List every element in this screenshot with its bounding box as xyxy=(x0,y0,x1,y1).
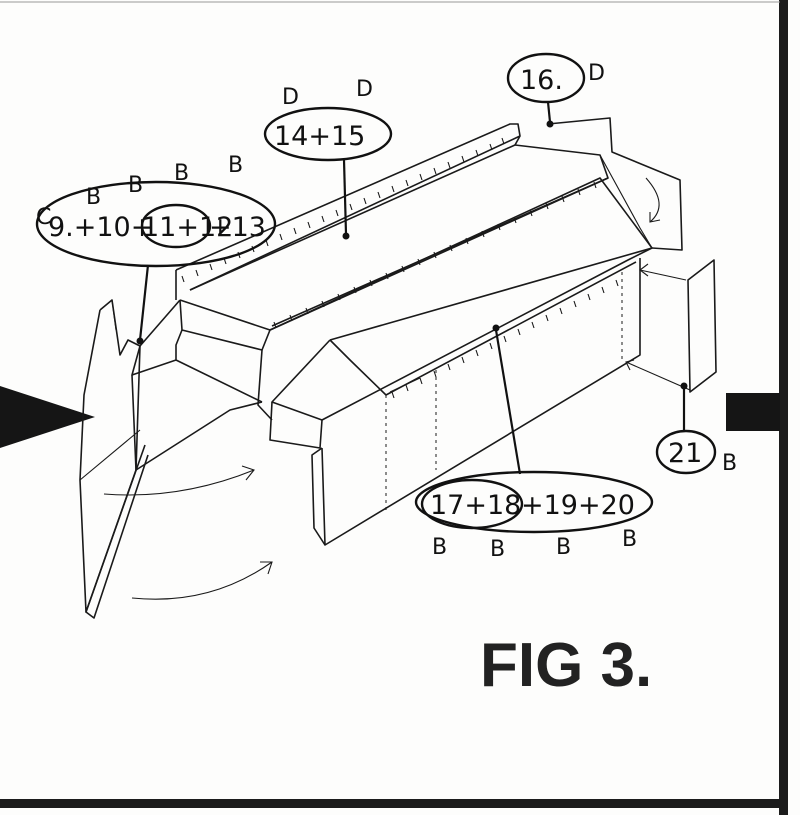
leader-dot-21 xyxy=(680,382,688,390)
leader-line-17-20 xyxy=(494,329,522,475)
sheet-letter-21: B xyxy=(722,451,737,476)
tab-marks-middle xyxy=(273,181,597,329)
callout-oval-17-20 xyxy=(414,470,654,534)
callout-parts-14-15: 14+15 D D xyxy=(263,77,393,240)
figure-caption: FIG 3. xyxy=(480,631,652,700)
label-parts-9-10: 9.+10+ xyxy=(48,212,153,243)
leader-dot-14-15 xyxy=(342,232,350,240)
label-parts-19-20: +19+20 xyxy=(521,490,635,521)
callout-oval-17-18 xyxy=(420,478,524,530)
label-parts-17-18: 17+18 xyxy=(430,490,521,521)
assembly-arrows xyxy=(103,177,691,600)
label-part-21: 21 xyxy=(668,438,702,469)
leader-line-16 xyxy=(546,101,552,123)
callout-parts-17-20: 17+18 +19+20 B B B B xyxy=(414,324,654,562)
sheet-letter-10: B xyxy=(86,185,101,210)
sheet-letter-20: B xyxy=(622,527,637,552)
callout-oval-11-12 xyxy=(140,203,212,249)
sheet-letter-11: B xyxy=(128,173,143,198)
callout-part-16: 16. D xyxy=(506,52,605,128)
right-border-bar xyxy=(779,0,788,815)
callout-oval-9-13 xyxy=(35,180,277,268)
sheet-letter-16: D xyxy=(588,61,605,86)
tab-marks-front xyxy=(391,279,619,399)
label-parts-14-15: 14+15 xyxy=(274,121,365,152)
bottom-border-bar xyxy=(0,799,788,808)
leader-dot-16 xyxy=(546,120,554,128)
left-arrow-marker xyxy=(0,386,95,448)
callout-oval-16 xyxy=(506,52,586,104)
callout-oval-21 xyxy=(655,429,717,475)
leader-dot-17-20 xyxy=(492,324,500,332)
label-part-13: +13 xyxy=(209,212,266,243)
roof-assembly-drawing xyxy=(79,117,717,619)
callout-parts-9-13: 9.+10+ 11+12 +13 C B B B B xyxy=(35,153,277,345)
sheet-letter-17: B xyxy=(432,535,447,560)
callout-oval-14-15 xyxy=(263,106,393,162)
sheet-letter-14: D xyxy=(282,85,299,110)
sheet-letter-15: D xyxy=(356,77,373,102)
sheet-letter-18: B xyxy=(490,537,505,562)
sheet-letter-12: B xyxy=(174,161,189,186)
leader-line-9-13 xyxy=(138,264,150,341)
sheet-letter-13: B xyxy=(228,153,243,178)
sheet-letter-19: B xyxy=(556,535,571,560)
callout-part-21: 21 B xyxy=(655,382,737,476)
label-parts-11-12: 11+12 xyxy=(142,212,233,243)
sheet-letter-9: C xyxy=(36,205,51,230)
label-part-16: 16. xyxy=(520,65,563,96)
right-tab-marker xyxy=(726,393,780,431)
leader-dot-9-13 xyxy=(136,337,144,345)
leader-line-14-15 xyxy=(342,159,348,235)
